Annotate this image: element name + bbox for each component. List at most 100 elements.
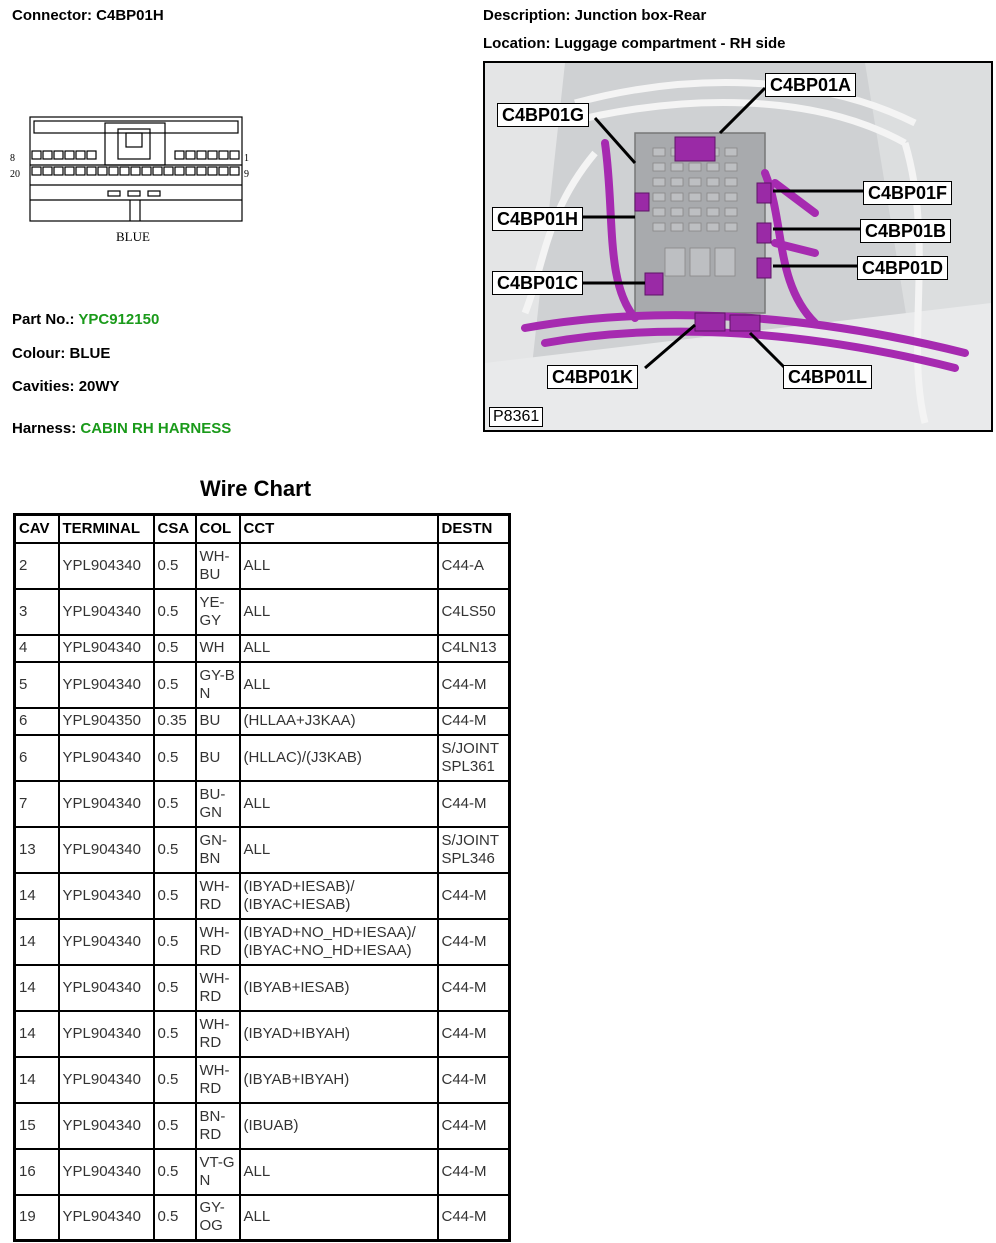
cell-cct: (IBYAD+IESAB)/ (IBYAC+IESAB): [238, 871, 439, 920]
callout-c4bp01l: C4BP01L: [783, 365, 873, 389]
colour-label: Colour: BLUE: [12, 345, 111, 362]
connector-face-diagram: 8 20 1 9 BLUE: [10, 105, 260, 255]
cell-terminal: YPL904350: [57, 706, 155, 736]
cell-destn: C44-M: [436, 660, 511, 709]
cell-col-text: WH: [199, 639, 225, 656]
cell-cct: (IBUAB): [238, 1101, 439, 1150]
part-number-link[interactable]: YPC912150: [78, 311, 160, 328]
cell-cav: 6: [13, 733, 60, 782]
cell-col: VT-GN: [194, 1147, 241, 1196]
cell-col-text: BU: [199, 712, 221, 729]
cell-destn: C44-M: [436, 706, 511, 736]
cell-destn: C4LN13: [436, 633, 511, 663]
cavities-label: Cavities: 20WY: [12, 378, 120, 395]
callout-c4bp01f: C4BP01F: [863, 181, 953, 205]
cell-terminal: YPL904340: [57, 871, 155, 920]
cell-cct: (HLLAC)/(J3KAB): [238, 733, 439, 782]
cell-col: GN-BN: [194, 825, 241, 874]
header-cct: CCT: [238, 513, 439, 544]
cell-col-text: WH-RD: [199, 923, 230, 959]
cell-cav: 3: [13, 587, 60, 636]
cell-col: GY-BN: [194, 660, 241, 709]
cell-csa: 0.5: [152, 917, 197, 966]
cell-col-text: BU: [199, 748, 221, 766]
cell-cav: 5: [13, 660, 60, 709]
cell-destn: S/JOINT SPL346: [436, 825, 511, 874]
cell-col: WH-RD: [194, 1055, 241, 1104]
cell-col-text: WH-BU: [199, 547, 230, 583]
cell-terminal: YPL904340: [57, 779, 155, 828]
harness-link[interactable]: CABIN RH HARNESS: [80, 420, 232, 437]
cell-col: WH-RD: [194, 963, 241, 1012]
cell-terminal: YPL904340: [57, 660, 155, 709]
cell-col-text: VT-GN: [199, 1153, 235, 1189]
header-terminal: TERMINAL: [57, 513, 155, 544]
header-col: COL: [194, 513, 241, 544]
header-destn: DESTN: [436, 513, 511, 544]
cell-terminal: YPL904340: [57, 963, 155, 1012]
callout-c4bp01a: C4BP01A: [765, 73, 857, 97]
cell-col: BU: [194, 733, 241, 782]
cell-terminal: YPL904340: [57, 541, 155, 590]
cell-csa: 0.5: [152, 1009, 197, 1058]
cell-cct: (IBYAB+IBYAH): [238, 1055, 439, 1104]
cell-terminal: YPL904340: [57, 825, 155, 874]
cell-cav: 13: [13, 825, 60, 874]
connector-label: Connector: C4BP01H: [12, 7, 164, 24]
cell-col-text: BN-RD: [199, 1107, 226, 1143]
harness: Harness: CABIN RH HARNESS: [12, 420, 231, 437]
cell-terminal: YPL904340: [57, 1101, 155, 1150]
callout-c4bp01g: C4BP01G: [497, 103, 590, 127]
cell-col-text: GY-BN: [199, 666, 235, 702]
connector-outline: 8 20 1 9 BLUE: [10, 116, 249, 244]
cell-col: WH-RD: [194, 917, 241, 966]
cell-csa: 0.5: [152, 733, 197, 782]
cell-cct: ALL: [238, 779, 439, 828]
cell-csa: 0.5: [152, 779, 197, 828]
cell-cct: (IBYAD+IBYAH): [238, 1009, 439, 1058]
cell-cct: ALL: [238, 660, 439, 709]
location-label: Location: Luggage compartment - RH side: [483, 35, 786, 52]
callout-c4bp01d: C4BP01D: [857, 256, 949, 280]
cell-terminal: YPL904340: [57, 1193, 155, 1242]
cell-terminal: YPL904340: [57, 733, 155, 782]
diagram-color-label: BLUE: [116, 229, 150, 244]
callout-c4bp01h: C4BP01H: [492, 207, 584, 231]
cell-col: GY-OG: [194, 1193, 241, 1242]
callout-c4bp01c: C4BP01C: [492, 271, 584, 295]
cell-col-text: WH-RD: [199, 1015, 230, 1051]
cell-col: WH-BU: [194, 541, 241, 590]
cell-col-text: WH-RD: [199, 877, 230, 913]
cell-csa: 0.35: [152, 706, 197, 736]
cell-csa: 0.5: [152, 1055, 197, 1104]
pin-number-right-top: 1: [244, 153, 249, 164]
cell-cav: 6: [13, 706, 60, 736]
cell-cct: (IBYAD+NO_HD+IESAA)/ (IBYAC+NO_HD+IESAA): [238, 917, 439, 966]
cell-col-text: GY-OG: [199, 1199, 225, 1235]
cell-col: BU: [194, 706, 241, 736]
cell-cav: 15: [13, 1101, 60, 1150]
cell-destn: C44-M: [436, 871, 511, 920]
cell-cav: 14: [13, 917, 60, 966]
cell-cct: ALL: [238, 825, 439, 874]
photo-id: P8361: [489, 407, 544, 427]
cell-col-text: BU-GN: [199, 785, 226, 821]
cell-csa: 0.5: [152, 541, 197, 590]
cell-destn: C44-M: [436, 779, 511, 828]
cell-cav: 19: [13, 1193, 60, 1242]
pin-number-left-top: 8: [10, 153, 15, 164]
cell-cav: 14: [13, 871, 60, 920]
cell-col: YE-GY: [194, 587, 241, 636]
cell-csa: 0.5: [152, 871, 197, 920]
cell-cav: 2: [13, 541, 60, 590]
